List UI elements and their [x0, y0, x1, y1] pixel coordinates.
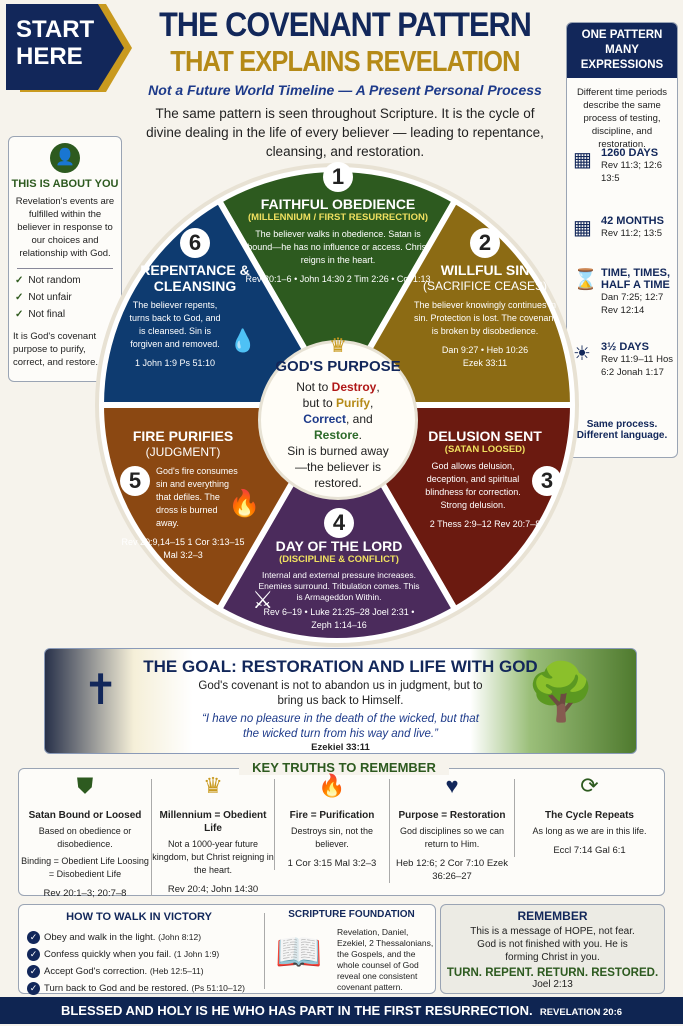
check-circle-icon: ✓: [27, 965, 40, 978]
flame-icon: 🔥: [228, 488, 261, 518]
intro-text: The same pattern is seen throughout Scri…: [146, 106, 544, 159]
about-desc: Revelation's events are fulfilled within…: [15, 196, 115, 259]
pattern-desc: Different time periods describe the same…: [576, 87, 668, 150]
scripture-text: Revelation, Daniel, Ezekiel, 2 Thessalon…: [337, 927, 434, 992]
segment-number: 1: [323, 162, 353, 192]
cycle-icon: ⟳: [580, 773, 599, 798]
footer-banner: BLESSED AND HOLY IS HE WHO HAS PART IN T…: [0, 997, 683, 1024]
pattern-heading: ONE PATTERN MANY EXPRESSIONS: [567, 23, 677, 78]
check-icon: ✓: [15, 309, 24, 320]
check-item: ✓Not final: [15, 309, 66, 320]
about-heading: THIS IS ABOUT YOU: [11, 178, 119, 190]
segment-number: 2: [470, 228, 500, 258]
page-subtitle: THAT EXPLAINS REVELATION: [170, 46, 520, 78]
check-circle-icon: ✓: [27, 931, 40, 944]
segment-number: 3: [532, 466, 562, 496]
segment-number: 4: [324, 508, 354, 538]
segment-number: 6: [180, 228, 210, 258]
start-line1: START: [16, 16, 95, 43]
walk-item: ✓Accept God's correction. (Heb 12:5–11): [27, 965, 267, 978]
crown-icon: ♛: [329, 335, 347, 357]
check-icon: ✓: [15, 292, 24, 303]
crown-icon: ♛: [203, 773, 223, 798]
page-title: THE COVENANT PATTERN: [159, 6, 532, 44]
open-bible-icon: 📖: [275, 932, 323, 974]
key-truths-heading: KEY TRUTHS TO REMEMBER: [239, 760, 449, 775]
pattern-footer: Same process. Different language.: [576, 419, 668, 441]
sunrise-icon: ☀: [573, 343, 591, 365]
check-icon: ✓: [15, 275, 24, 286]
check-circle-icon: ✓: [27, 982, 40, 995]
cross-icon: ✝: [83, 666, 119, 713]
person-icon: 👤: [50, 143, 80, 173]
walk-in-victory-panel: HOW TO WALK IN VICTORY ✓Obey and walk in…: [18, 904, 436, 995]
calendar-icon: ▦: [573, 149, 592, 171]
calendar-icon: ▦: [573, 217, 592, 239]
scripture-heading: SCRIPTURE FOUNDATION: [288, 909, 415, 920]
hourglass-icon: ⌛: [573, 269, 598, 291]
about-footer: It is God's covenant purpose to purify, …: [13, 331, 99, 368]
this-is-about-you-panel: 👤 THIS IS ABOUT YOU Revelation's events …: [8, 136, 122, 382]
segment-number: 5: [120, 466, 150, 496]
crossed-swords-icon: ⚔: [252, 587, 274, 614]
walk-item: ✓Turn back to God and be restored. (Ps 5…: [27, 982, 267, 995]
tree-icon: 🌳: [526, 660, 596, 723]
tagline: Not a Future World Timeline — A Present …: [148, 82, 542, 98]
walk-item: ✓Confess quickly when you fail. (1 John …: [27, 948, 267, 961]
start-line2: HERE: [16, 43, 83, 70]
key-truths-panel: KEY TRUTHS TO REMEMBER ⛊Satan Bound or L…: [18, 760, 665, 899]
gods-purpose-circle: ♛ GOD'S PURPOSE Not to Destroy, but to P…: [258, 335, 418, 500]
remember-panel: REMEMBER This is a message of HOPE, not …: [440, 904, 665, 994]
shield-icon: ⛊: [76, 773, 94, 798]
check-circle-icon: ✓: [27, 948, 40, 961]
one-pattern-panel: ONE PATTERN MANY EXPRESSIONS Different t…: [566, 22, 678, 458]
check-item: ✓Not random: [15, 275, 81, 286]
center-title: GOD'S PURPOSE: [275, 358, 401, 375]
wedge-6: [97, 196, 343, 408]
wedge-2: [331, 196, 577, 408]
goal-banner: ✝ 🌳 THE GOAL: RESTORATION AND LIFE WITH …: [44, 648, 637, 754]
walk-item: ✓Obey and walk in the light. (John 8:12): [27, 931, 267, 944]
flame-icon: 🔥: [318, 773, 346, 798]
heart-cross-icon: ♥: [445, 773, 459, 798]
water-drop-icon: 💧: [229, 328, 257, 353]
check-item: ✓Not unfair: [15, 292, 72, 303]
